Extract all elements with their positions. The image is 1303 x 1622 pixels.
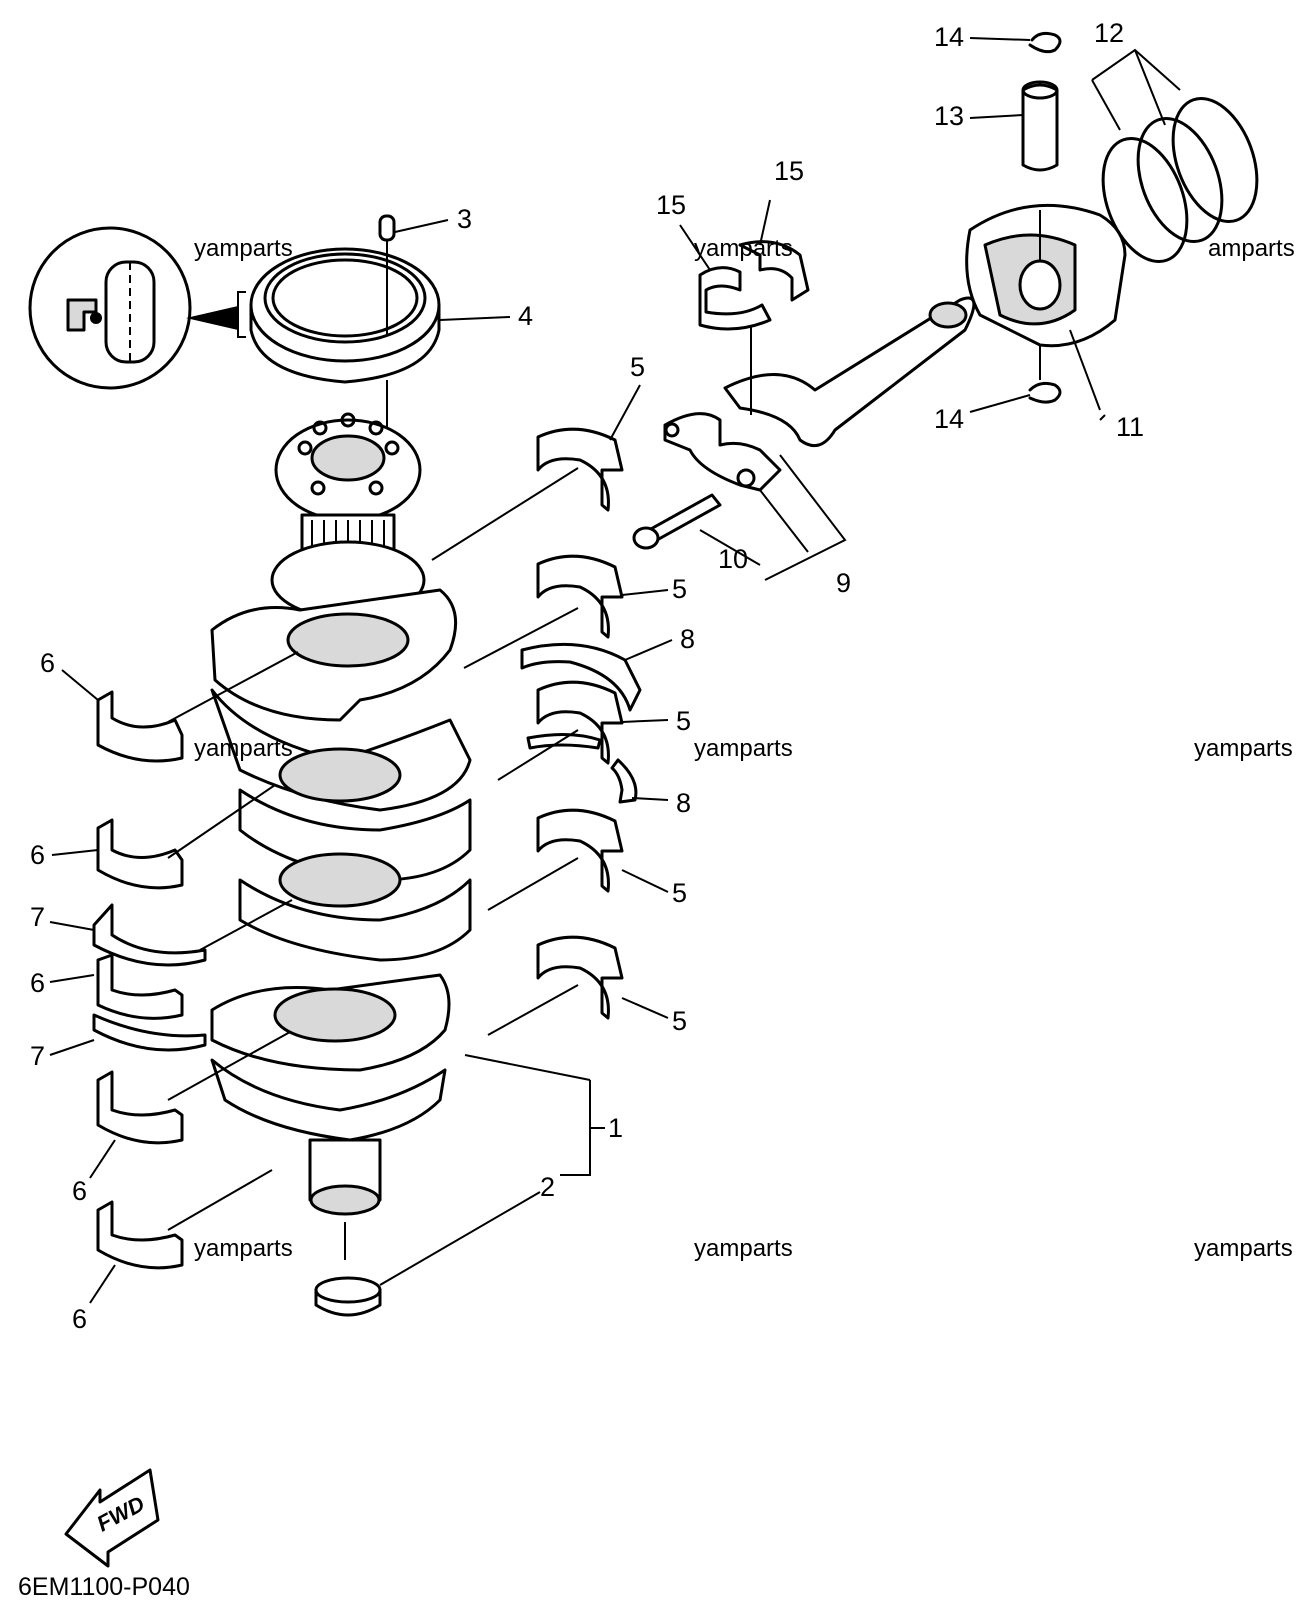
main-bearing-5-c: [536, 680, 624, 765]
label-part-8-a: 8: [680, 624, 695, 654]
watermark-text: yamparts: [1194, 735, 1293, 762]
label-part-5-e: 5: [672, 1006, 687, 1036]
thrust-washer-7-a: [92, 903, 207, 967]
label-part-15-b: 15: [656, 190, 686, 220]
watermarks: yamparts yamparts amparts yamparts yampa…: [194, 235, 1295, 1262]
rod-bearing-15-a: [698, 266, 772, 331]
label-part-9: 9: [836, 568, 851, 598]
thrust-washer-8-a: [520, 642, 642, 712]
watermark-text: yamparts: [194, 735, 293, 762]
label-part-6-e: 6: [72, 1304, 87, 1334]
watermark-text: amparts: [1208, 235, 1295, 262]
piston-part: [965, 203, 1127, 348]
diagram-code: 6EM1100-P040: [18, 1573, 190, 1601]
label-part-7-a: 7: [30, 902, 45, 932]
thrust-washer-7-b: [92, 1013, 207, 1052]
label-part-13: 13: [934, 101, 964, 131]
rod-bolt-part: [632, 493, 722, 550]
label-part-1: 1: [608, 1113, 623, 1143]
main-bearing-5-e: [536, 935, 624, 1020]
label-part-15-a: 15: [774, 156, 804, 186]
label-part-7-b: 7: [30, 1041, 45, 1071]
piston-rings-part: [1101, 96, 1259, 264]
label-part-10: 10: [718, 544, 748, 574]
main-bearing-6-a: [96, 690, 184, 763]
label-part-12: 12: [1094, 18, 1124, 48]
label-part-4: 4: [518, 301, 533, 331]
watermark-text: yamparts: [194, 1235, 293, 1262]
watermark-text: yamparts: [1194, 1235, 1293, 1262]
label-part-8-b: 8: [676, 788, 691, 818]
watermark-text: yamparts: [194, 235, 293, 262]
label-part-6-c: 6: [30, 968, 45, 998]
piston-clip-lower: [1028, 381, 1062, 404]
crankshaft-part: [210, 412, 472, 1260]
piston-clip-upper: [1028, 31, 1062, 54]
thrust-washer-8-b: [526, 732, 638, 804]
oil-seal-part: [249, 247, 441, 384]
main-bearing-6-c: [96, 953, 184, 1020]
connecting-rod-part: [663, 296, 976, 492]
label-part-14-a: 14: [934, 22, 964, 52]
main-bearing-5-b: [536, 554, 624, 639]
leader-lines: [49, 37, 1181, 1304]
main-bearing-5-d: [536, 808, 624, 893]
main-bearing-6-e: [96, 1200, 184, 1270]
watermark-text: yamparts: [694, 235, 793, 262]
label-part-5-d: 5: [672, 878, 687, 908]
assembly-guide-lines: [167, 467, 579, 1231]
sealant-detail-callout: [28, 226, 246, 390]
label-part-3: 3: [457, 204, 472, 234]
label-part-5-b: 5: [672, 574, 687, 604]
label-part-6-a: 6: [40, 648, 55, 678]
label-part-6-d: 6: [72, 1176, 87, 1206]
bushing-part: [314, 1276, 382, 1317]
label-part-14-b: 14: [934, 404, 964, 434]
watermark-text: yamparts: [694, 735, 793, 762]
main-bearing-5-a: [536, 427, 624, 512]
main-bearing-6-d: [96, 1070, 184, 1145]
label-part-6-b: 6: [30, 840, 45, 870]
label-part-11: 11: [1116, 412, 1144, 442]
dowel-pin-part: [378, 214, 396, 335]
label-part-5-a: 5: [630, 352, 645, 382]
main-bearing-6-b: [96, 818, 184, 890]
piston-pin-part: [1021, 80, 1059, 172]
watermark-text: yamparts: [694, 1235, 793, 1262]
rod-bearing-15-b: [738, 240, 810, 302]
label-part-5-c: 5: [676, 706, 691, 736]
fwd-arrow-icon: FWD: [64, 1468, 160, 1568]
label-part-2: 2: [540, 1172, 555, 1202]
part-numbers: 1 2 3 4 5 5 5 5 5 6 6 6 6 6 7 7 8 8 9 10…: [30, 18, 1144, 1334]
